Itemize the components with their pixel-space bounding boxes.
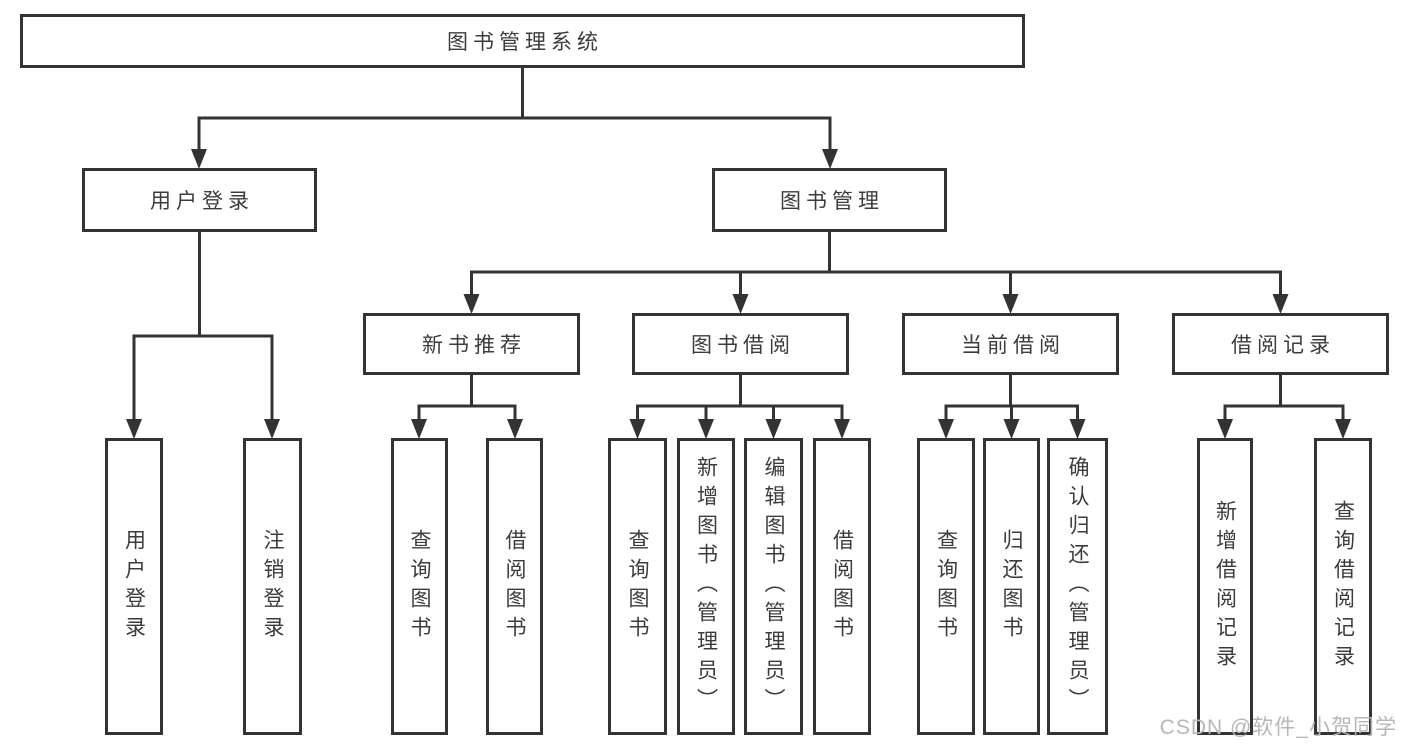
- node-book-borrow: 图书借阅: [632, 313, 849, 375]
- node-root-system-label: 图书管理系统: [447, 31, 603, 54]
- leaf-return-book: 归还图书: [983, 438, 1040, 735]
- leaf-borrow-query-book: 查询图书: [608, 438, 667, 735]
- node-borrow-record: 借阅记录: [1172, 313, 1389, 375]
- leaf-current-query-book-label: 查询图书: [934, 528, 958, 645]
- node-current-borrow: 当前借阅: [902, 313, 1119, 375]
- node-book-borrow-label: 图书借阅: [691, 334, 795, 357]
- leaf-recommend-borrow-book: 借阅图书: [486, 438, 543, 735]
- node-new-book-recommend: 新书推荐: [363, 313, 580, 375]
- leaf-borrow-borrow-book-label: 借阅图书: [830, 528, 854, 645]
- csdn-watermark: CSDN @软件_小贺同学: [1159, 716, 1397, 739]
- leaf-recommend-borrow-book-label: 借阅图书: [503, 528, 526, 645]
- leaf-add-borrow-record-label: 新增借阅记录: [1213, 499, 1237, 674]
- node-borrow-record-label: 借阅记录: [1231, 334, 1335, 357]
- leaf-edit-book-admin-label: 编辑图书（管理员）: [762, 456, 785, 717]
- node-book-management-label: 图书管理: [780, 190, 884, 213]
- leaf-user-login: 用户登录: [105, 438, 163, 735]
- leaf-recommend-query-book: 查询图书: [391, 438, 448, 735]
- node-root-system: 图书管理系统: [20, 14, 1025, 68]
- leaf-add-book-admin: 新增图书（管理员）: [677, 438, 735, 735]
- leaf-edit-book-admin: 编辑图书（管理员）: [744, 438, 803, 735]
- node-user-login-label: 用户登录: [150, 190, 254, 213]
- leaf-confirm-return-admin: 确认归还（管理员）: [1047, 438, 1108, 735]
- leaf-logout-label: 注销登录: [261, 528, 284, 645]
- leaf-query-borrow-record: 查询借阅记录: [1314, 438, 1372, 735]
- leaf-return-book-label: 归还图书: [1000, 528, 1023, 645]
- node-current-borrow-label: 当前借阅: [961, 334, 1065, 357]
- leaf-recommend-query-book-label: 查询图书: [408, 528, 431, 645]
- leaf-confirm-return-admin-label: 确认归还（管理员）: [1066, 456, 1089, 717]
- node-user-login: 用户登录: [82, 168, 317, 232]
- leaf-current-query-book: 查询图书: [917, 438, 975, 735]
- node-book-management: 图书管理: [712, 168, 947, 232]
- leaf-query-borrow-record-label: 查询借阅记录: [1331, 499, 1355, 674]
- leaf-borrow-query-book-label: 查询图书: [626, 528, 649, 645]
- leaf-user-login-label: 用户登录: [122, 528, 146, 645]
- node-new-book-recommend-label: 新书推荐: [422, 334, 526, 357]
- leaf-borrow-borrow-book: 借阅图书: [813, 438, 871, 735]
- leaf-add-book-admin-label: 新增图书（管理员）: [694, 456, 718, 717]
- leaf-add-borrow-record: 新增借阅记录: [1197, 438, 1253, 735]
- arrowheads: [126, 149, 1351, 439]
- leaf-logout: 注销登录: [243, 438, 302, 735]
